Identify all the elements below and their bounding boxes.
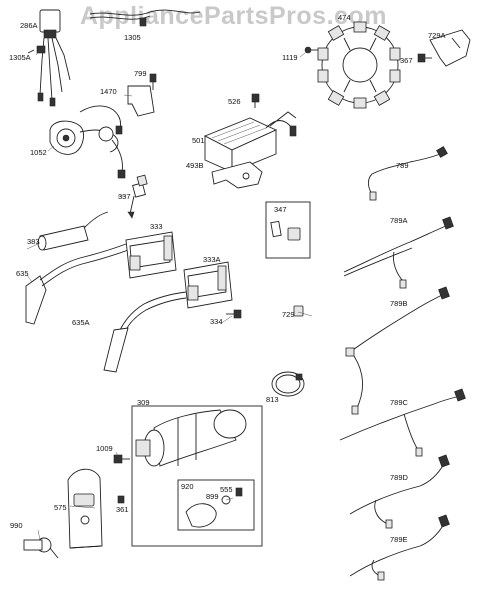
label-1009: 1009 [96,444,113,453]
label-575: 575 [54,503,67,512]
label-1305A: 1305A [9,53,31,62]
label-334: 334 [210,317,223,326]
label-799: 799 [134,69,147,78]
label-1052: 1052 [30,148,47,157]
label-635: 635 [16,269,29,278]
label-309: 309 [137,398,150,407]
label-474: 474 [338,13,351,22]
label-990: 990 [10,521,23,530]
label-501: 501 [192,136,205,145]
label-333: 333 [150,222,163,231]
label-367: 367 [400,56,413,65]
part-526-screw[interactable] [251,93,260,108]
label-333A: 333A [203,255,221,264]
label-729A: 729A [428,31,446,40]
label-789A: 789A [390,216,408,225]
part-799-screw[interactable] [149,73,157,90]
label-729: 729 [282,310,295,319]
part-labels: 286A 1305A 1305 474 729A 1119 367 799 14… [9,13,446,544]
label-286A: 286A [20,21,38,30]
part-334-screw[interactable] [226,309,242,319]
part-635A-spark-lead[interactable] [103,291,187,373]
label-1119: 1119 [282,53,298,62]
part-361-screw[interactable] [117,495,125,504]
part-474-alternator[interactable] [317,21,401,109]
label-526: 526 [228,97,241,106]
label-555: 555 [220,485,233,494]
part-789A-harness[interactable] [343,216,454,289]
label-789E: 789E [390,535,408,544]
part-333A-ignition-coil[interactable] [183,261,233,309]
part-635-spark-lead[interactable] [25,243,129,325]
part-789C-harness[interactable] [339,388,466,457]
part-337-spark-plug[interactable] [127,174,148,219]
part-493B-bracket[interactable] [211,161,263,189]
part-309-starter-box[interactable] [131,405,263,547]
part-575-key-switch[interactable] [67,468,103,549]
part-367-screw[interactable] [417,53,432,63]
label-899: 899 [206,492,219,501]
leader-lines [26,49,313,541]
label-347: 347 [274,205,287,214]
part-920-box[interactable] [177,479,255,531]
part-1119-screw[interactable] [304,46,318,54]
part-383-terminal-cover[interactable] [37,211,109,251]
part-1009-screw[interactable] [113,454,130,464]
part-789D-harness[interactable] [349,454,450,529]
part-286A-module[interactable] [37,9,71,107]
part-990-key[interactable] [23,537,59,559]
part-789-wire[interactable] [367,146,448,201]
label-1470: 1470 [100,87,117,96]
label-635A: 635A [72,318,90,327]
label-789D: 789D [390,473,409,482]
watermark-text: AppliancePartsPros.com [80,2,387,30]
part-1305-wire[interactable] [89,9,201,27]
part-813-clamp[interactable] [271,371,305,397]
label-789B: 789B [390,299,408,308]
part-729A-bracket[interactable] [429,29,471,67]
label-1305: 1305 [124,33,141,42]
label-813: 813 [266,395,279,404]
part-789E-harness[interactable] [349,514,450,581]
part-333-ignition-coil[interactable] [125,231,177,279]
label-361: 361 [116,505,129,514]
label-789C: 789C [390,398,409,407]
label-383: 383 [27,237,40,246]
label-920: 920 [181,482,194,491]
part-1052-solenoid[interactable] [49,105,126,179]
label-789: 789 [396,161,409,170]
part-789B-harness[interactable] [345,286,450,415]
part-1305A-screw[interactable] [27,45,46,54]
part-347-box[interactable] [265,201,311,259]
part-729-clip[interactable] [293,305,304,317]
part-1470-bracket[interactable] [127,85,155,117]
label-493B: 493B [186,161,204,170]
label-337: 337 [118,192,131,201]
